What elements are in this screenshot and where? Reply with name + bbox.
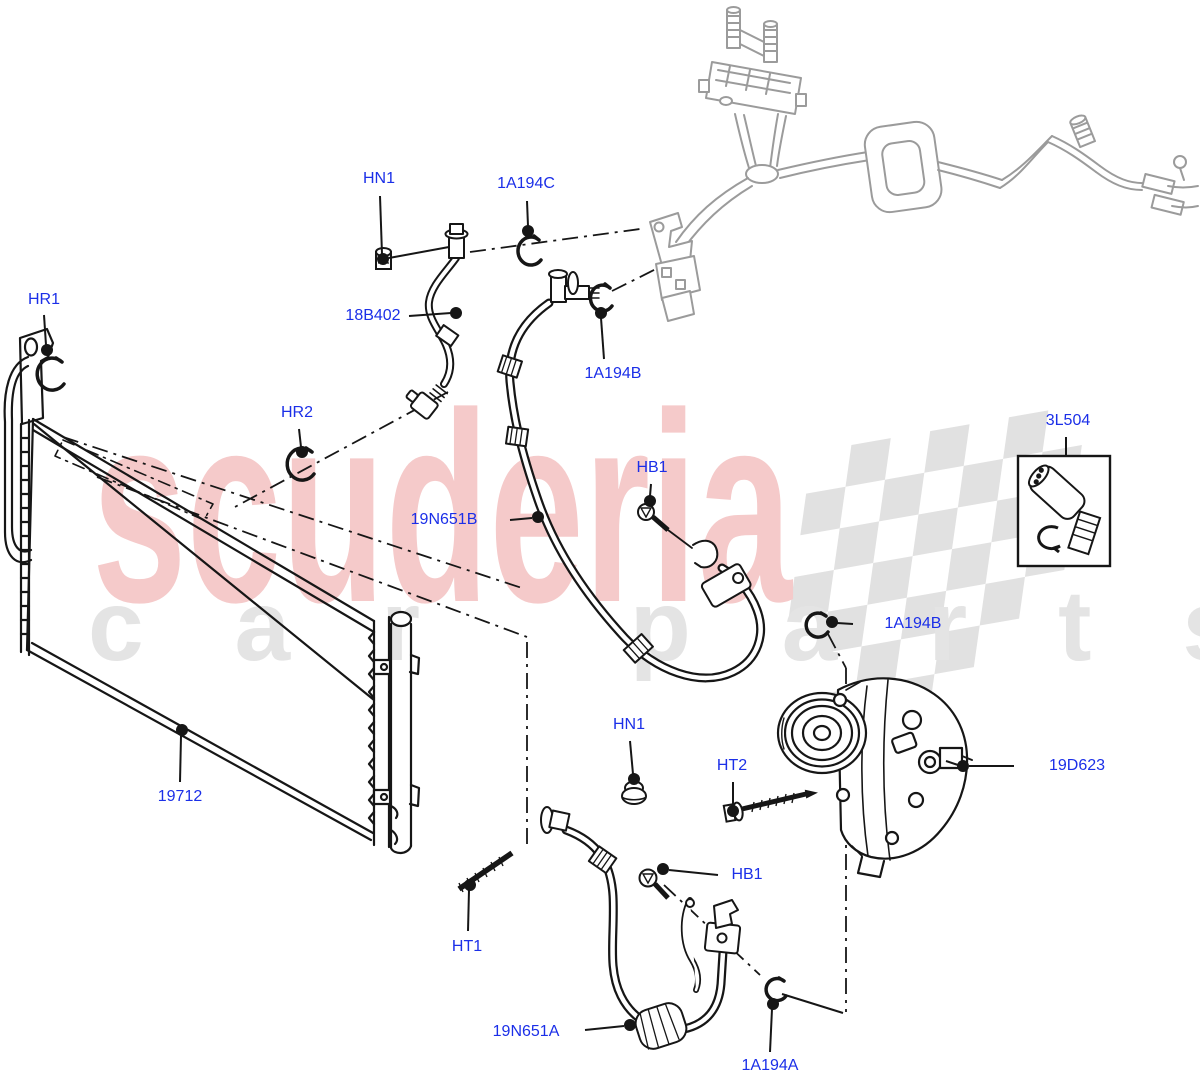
part-label-1a194c[interactable]: 1A194C [497, 175, 555, 192]
bolt-ht2 [722, 789, 818, 823]
part-label-3l504[interactable]: 3L504 [1045, 412, 1091, 429]
part-label-hr1[interactable]: HR1 [27, 291, 61, 308]
part-label-1a194a[interactable]: 1A194A [741, 1057, 799, 1074]
part-label-1a194b-top[interactable]: 1A194B [584, 365, 642, 382]
part-label-ht2[interactable]: HT2 [716, 757, 748, 774]
part-label-hb1-bottom[interactable]: HB1 [731, 866, 763, 883]
compressor [776, 677, 973, 879]
hose-19n651a [540, 806, 742, 1050]
part-label-19712[interactable]: 19712 [157, 788, 203, 805]
part-label-19n651a[interactable]: 19N651A [492, 1023, 560, 1040]
part-label-1a194b-mid[interactable]: 1A194B [884, 615, 942, 632]
part-label-hn1-top[interactable]: HN1 [362, 170, 396, 187]
watermark-car-parts: car parts [88, 570, 1200, 682]
part-label-ht1[interactable]: HT1 [451, 938, 483, 955]
bolt-hb1-bottom [638, 868, 670, 900]
part-label-hn1-bottom[interactable]: HN1 [612, 716, 646, 733]
watermark-scuderia: scuderia [92, 358, 793, 659]
valve-3l504-box [1016, 454, 1112, 568]
nut-hn1-bottom [621, 780, 647, 805]
hose-19n651b [496, 269, 765, 683]
part-label-19n651b[interactable]: 19N651B [410, 511, 478, 528]
leader-lines [41, 195, 1067, 1053]
installed-ac-lines-gray [649, 6, 1199, 322]
part-label-hr2[interactable]: HR2 [280, 404, 314, 421]
part-label-19d623[interactable]: 19D623 [1048, 757, 1106, 774]
pipe-18b402 [405, 223, 469, 420]
part-label-18b402[interactable]: 18B402 [345, 307, 401, 324]
retainer-clips [35, 234, 830, 1003]
part-label-hb1-top[interactable]: HB1 [636, 459, 668, 476]
